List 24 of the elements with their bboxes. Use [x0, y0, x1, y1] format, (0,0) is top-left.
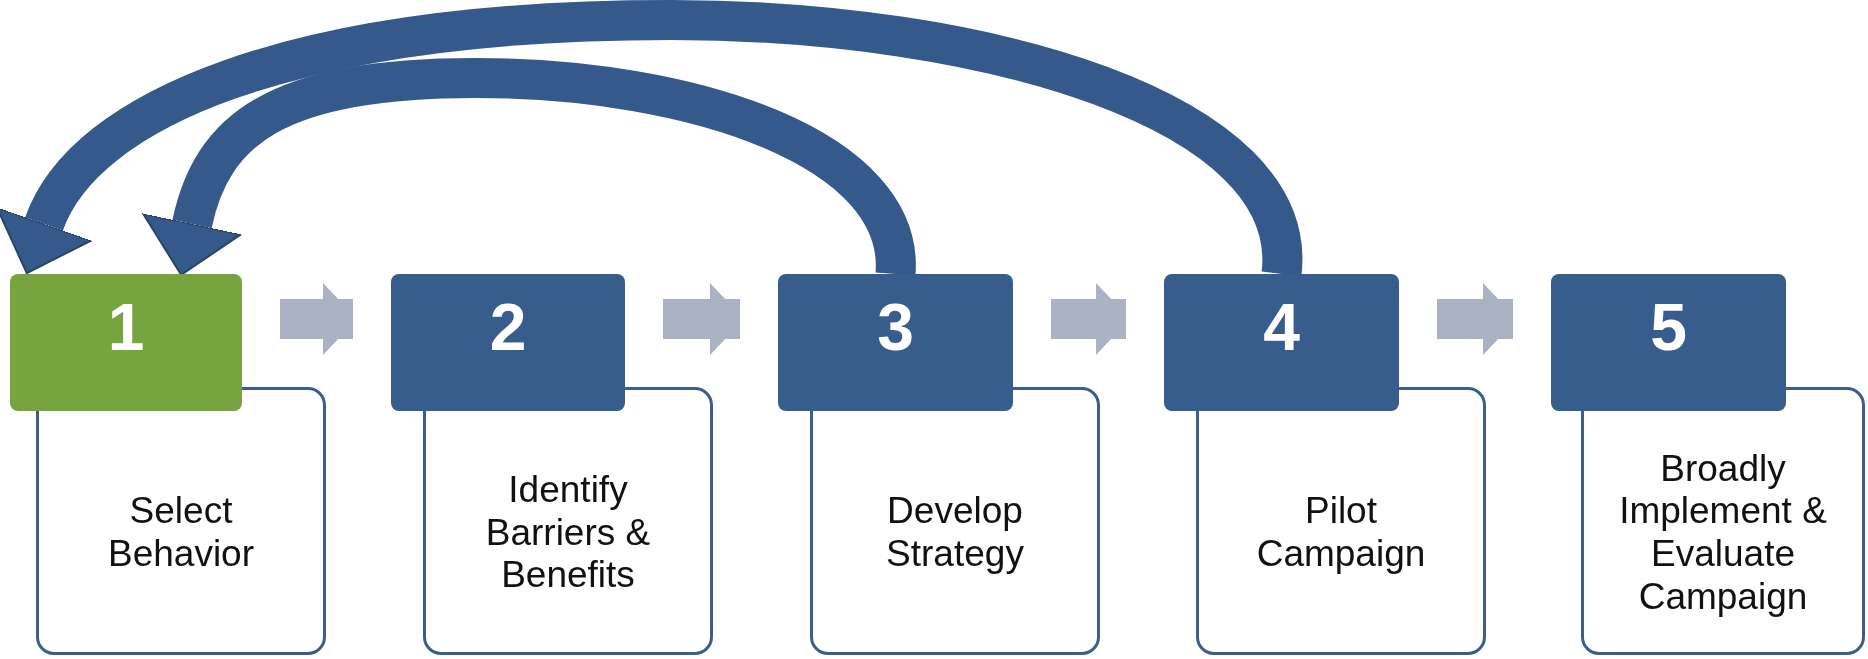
step-number: 3 — [877, 294, 914, 360]
step-number-tab — [1164, 274, 1399, 411]
step-label: Develop Strategy — [885, 490, 1025, 576]
step-number: 5 — [1650, 294, 1687, 360]
step-number-tab — [10, 274, 242, 411]
step-label: Pilot Campaign — [1255, 490, 1427, 576]
step-number-tab — [391, 274, 625, 411]
block-arrow — [1051, 283, 1126, 355]
step-label: Select Behavior — [107, 490, 255, 576]
step-card — [1196, 387, 1486, 655]
block-arrow — [663, 283, 740, 355]
step-number: 4 — [1263, 294, 1300, 360]
block-arrow — [1437, 283, 1513, 355]
step-card — [810, 387, 1100, 655]
step-card — [36, 387, 326, 655]
step-label: Broadly Implement & Evaluate Campaign — [1618, 447, 1828, 619]
block-arrow — [280, 283, 353, 355]
step-card — [1581, 387, 1865, 655]
step-number: 1 — [107, 294, 145, 360]
step-label: Identify Barriers & Benefits — [484, 469, 652, 597]
step-number: 2 — [489, 294, 527, 360]
step-number-tab — [1551, 274, 1786, 411]
step-card — [423, 387, 713, 655]
step-number-tab — [778, 274, 1013, 411]
